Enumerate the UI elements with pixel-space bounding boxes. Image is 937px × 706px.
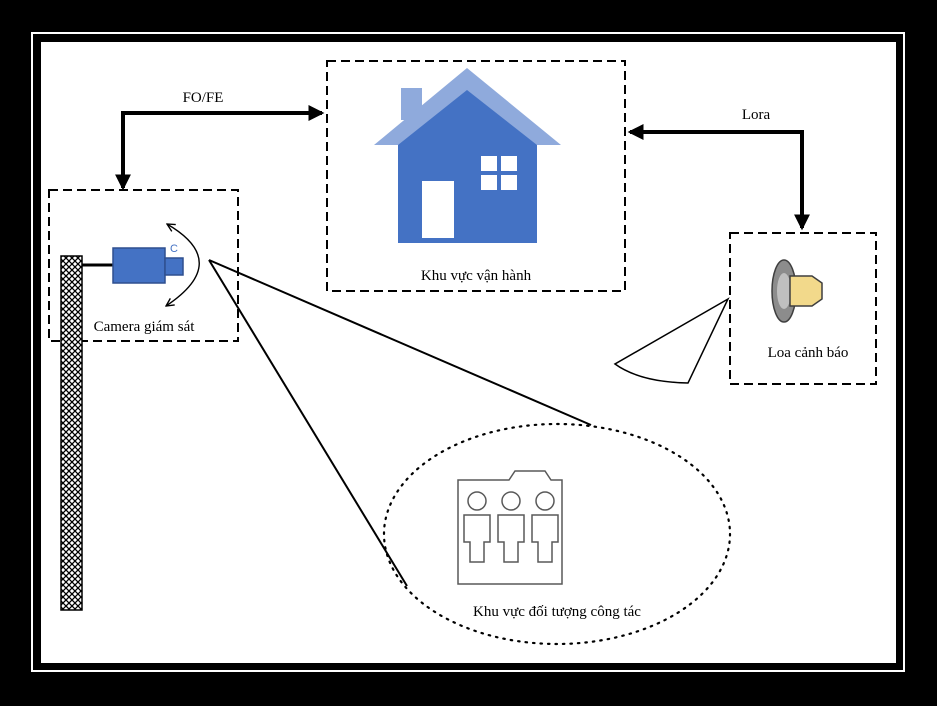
pole-icon [60, 255, 83, 611]
workers-zone-label: Khu vực đối tượng công tác [473, 604, 641, 620]
frame-inner-line [31, 32, 905, 672]
lora-link-label: Lora [742, 107, 771, 123]
speaker-icon [771, 259, 823, 323]
sound-cone [613, 297, 730, 384]
speaker-zone-box [729, 232, 877, 385]
camera-mark-letter: C [170, 243, 178, 255]
people-group-icon [457, 470, 563, 585]
lora-link-arrow [627, 124, 810, 231]
operation-zone-box [326, 60, 626, 292]
camera-zone-label: Camera giám sát [94, 319, 196, 335]
fo-fe-link-arrow [115, 105, 325, 191]
operation-zone-label: Khu vực vận hành [421, 268, 532, 284]
camera-view-line-upper [208, 259, 592, 426]
workers-zone-ellipse [382, 422, 732, 646]
house-icon [374, 68, 561, 243]
house-door [422, 181, 454, 238]
pan-rotation-arrow [166, 224, 200, 306]
camera-view-line-lower [208, 259, 408, 587]
fo-fe-link-label: FO/FE [183, 90, 224, 106]
speaker-zone-label: Loa cảnh báo [768, 345, 849, 361]
camera-zone-box [48, 189, 239, 342]
